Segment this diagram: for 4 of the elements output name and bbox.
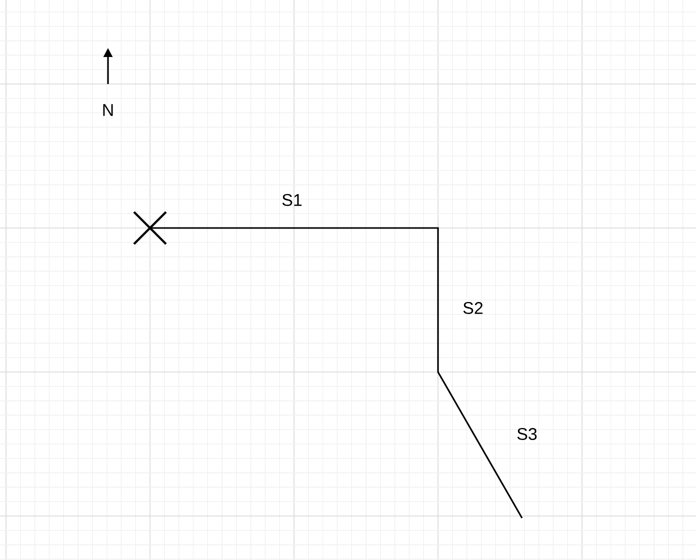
segment-label: S1 <box>282 194 302 206</box>
segment-label: S2 <box>463 302 483 314</box>
segment-label: S3 <box>517 428 537 440</box>
north-label: N <box>103 104 113 116</box>
